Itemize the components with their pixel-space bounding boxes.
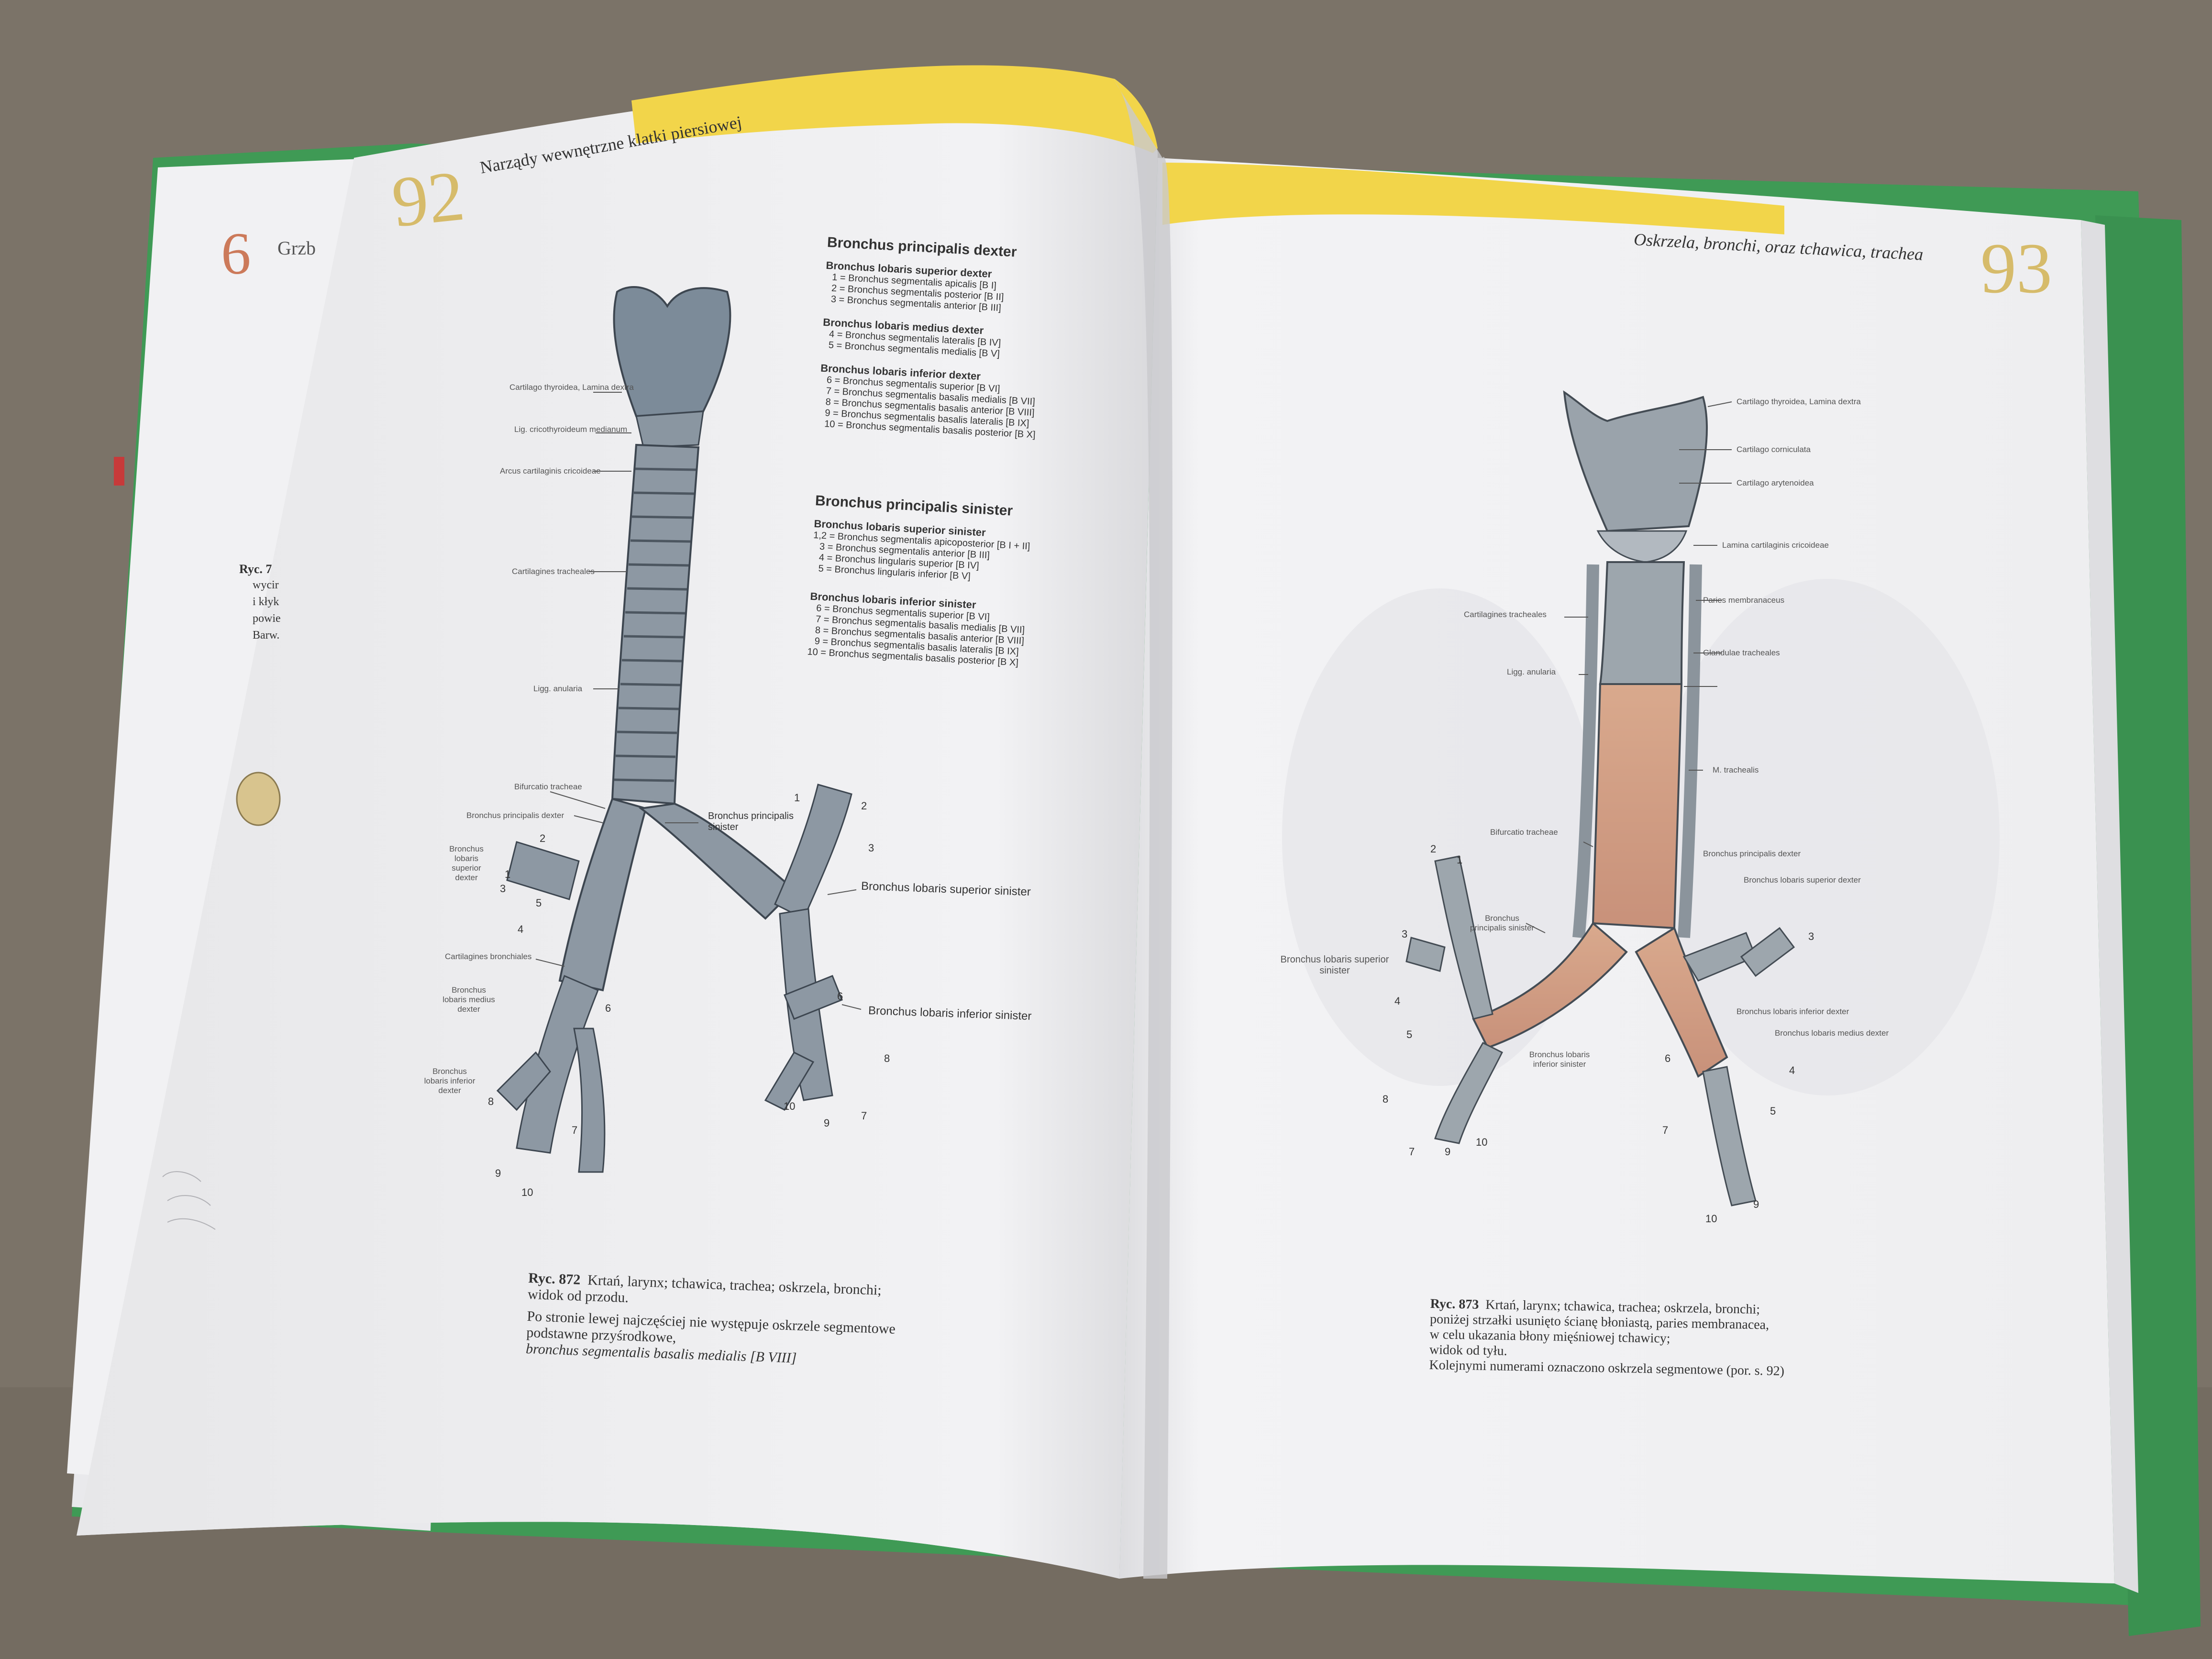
label-bronchus-lss: Bronchus lobaris superior sinister <box>1280 954 1389 976</box>
segment-number: 3 <box>500 883 506 895</box>
label-bifurcatio: Bifurcatio tracheae <box>1490 828 1558 837</box>
segment-number: 1 <box>505 868 511 880</box>
label-lamina-cricoideae: Lamina cartilaginis cricoideae <box>1722 541 1829 550</box>
segment-number: 8 <box>488 1095 494 1107</box>
segment-number: 7 <box>861 1110 867 1122</box>
segment-number: 9 <box>495 1167 501 1179</box>
back-caption: Ryc. 7 <box>239 562 272 576</box>
segment-number: 2 <box>1430 843 1437 855</box>
segment-number: 5 <box>1770 1105 1776 1117</box>
segment-number: 7 <box>1662 1124 1669 1136</box>
label-cart-bronchiales: Cartilagines bronchiales <box>445 952 532 961</box>
segment-number: 3 <box>1402 928 1408 940</box>
segment-number: 10 <box>1476 1136 1488 1148</box>
segment-number: 9 <box>1753 1198 1759 1210</box>
label-glandulae: Glandulae tracheales <box>1703 648 1780 657</box>
segment-number: 5 <box>1406 1029 1413 1040</box>
segment-number: 10 <box>784 1100 796 1112</box>
label-bronchus-lid: Bronchus lobaris inferior dexter <box>424 1067 476 1095</box>
segment-number: 1 <box>794 792 800 804</box>
label-bronchus-ps: Bronchus principalis sinister <box>708 811 794 832</box>
label-cart-thyroidea: Cartilago thyroidea, Lamina dextra <box>509 383 634 392</box>
label-bifurcatio: Bifurcatio tracheae <box>514 782 582 791</box>
segment-number: 10 <box>521 1186 533 1198</box>
back-fragment: powie <box>253 612 281 625</box>
legend-bronchus-sinister: Bronchus principalis sinister Bronchus l… <box>807 493 1032 669</box>
caption-right: Ryc. 873 Krtań, larynx; tchawica, trache… <box>1429 1296 1785 1379</box>
caption-left: Ryc. 872 Krtań, larynx; tchawica, trache… <box>526 1270 897 1370</box>
segment-number: 2 <box>861 800 867 812</box>
legend-bronchus-dexter: Bronchus principalis dexter Bronchus lob… <box>818 234 1046 441</box>
label-arcus-cricoideae: Arcus cartilaginis cricoideae <box>500 466 601 476</box>
label-bronchus-lid: Bronchus lobaris inferior dexter <box>1736 1007 1849 1016</box>
segment-number: 4 <box>518 923 524 935</box>
left-trachea-figure <box>496 286 862 1173</box>
segment-number: 6 <box>837 990 843 1002</box>
label-cart-tracheales: Cartilagines tracheales <box>1464 610 1547 619</box>
segment-number: 4 <box>1394 995 1401 1007</box>
segment-number: 9 <box>824 1117 830 1129</box>
label-bronchus-lsd: Bronchus lobaris superior dexter <box>449 844 484 882</box>
segment-number: 5 <box>536 897 542 909</box>
label-bronchus-lmd: Bronchus lobaris medius dexter <box>1775 1029 1889 1038</box>
page-number-right: 93 <box>1980 229 2052 308</box>
back-chapter-title: Grzb <box>277 237 316 259</box>
segment-number: 6 <box>1665 1052 1671 1064</box>
segment-number: 7 <box>1409 1146 1415 1158</box>
segment-number: 1 <box>1457 854 1463 866</box>
back-fragment: i kłyk <box>253 596 279 608</box>
label-bronchus-lsd: Bronchus lobaris superior dexter <box>1744 875 1861 885</box>
label-bronchus-lmd: Bronchus lobaris medius dexter <box>442 985 495 1014</box>
segment-number: 7 <box>572 1124 578 1136</box>
segment-number: 9 <box>1445 1146 1451 1158</box>
label-bronchus-pd: Bronchus principalis dexter <box>1703 849 1801 858</box>
segment-number: 3 <box>1808 930 1814 942</box>
label-bronchus-lis: Bronchus lobaris inferior sinister <box>1529 1050 1590 1069</box>
caption-ref: Ryc. 873 <box>1430 1296 1479 1312</box>
back-fragment: Barw. <box>253 629 280 641</box>
back-fragment: wycir <box>253 579 279 591</box>
segment-number: 10 <box>1705 1213 1717 1225</box>
segment-number: 8 <box>1382 1093 1389 1105</box>
back-chapter-number: 6 <box>221 221 251 287</box>
label-cart-corniculata: Cartilago corniculata <box>1736 445 1811 454</box>
label-paries-membranaceus: Paries membranaceus <box>1703 596 1785 605</box>
segment-number: 6 <box>605 1002 611 1014</box>
label-ligg-anularia: Ligg. anularia <box>1507 667 1556 676</box>
segment-number: 3 <box>868 842 874 854</box>
page-number-left: 92 <box>388 155 468 243</box>
label-m-trachealis: M. trachealis <box>1713 765 1759 774</box>
segment-number: 8 <box>884 1052 890 1064</box>
segment-number: 2 <box>540 832 546 844</box>
label-cart-arytenoidea: Cartilago arytenoidea <box>1736 478 1814 487</box>
caption-ref: Ryc. 872 <box>528 1270 581 1288</box>
label-bronchus-pd: Bronchus principalis dexter <box>466 811 564 820</box>
label-bronchus-ps: Bronchus principalis sinister <box>1470 914 1535 932</box>
right-trachea-figure <box>1405 390 1795 1206</box>
segment-number: 4 <box>1789 1064 1795 1076</box>
label-lig-cricothyroideum: Lig. cricothyroideum medianum <box>514 425 628 434</box>
label-cart-thyroidea: Cartilago thyroidea, Lamina dextra <box>1736 397 1861 406</box>
label-cart-tracheales: Cartilagines tracheales <box>512 567 595 576</box>
label-ligg-anularia: Ligg. anularia <box>533 684 583 693</box>
